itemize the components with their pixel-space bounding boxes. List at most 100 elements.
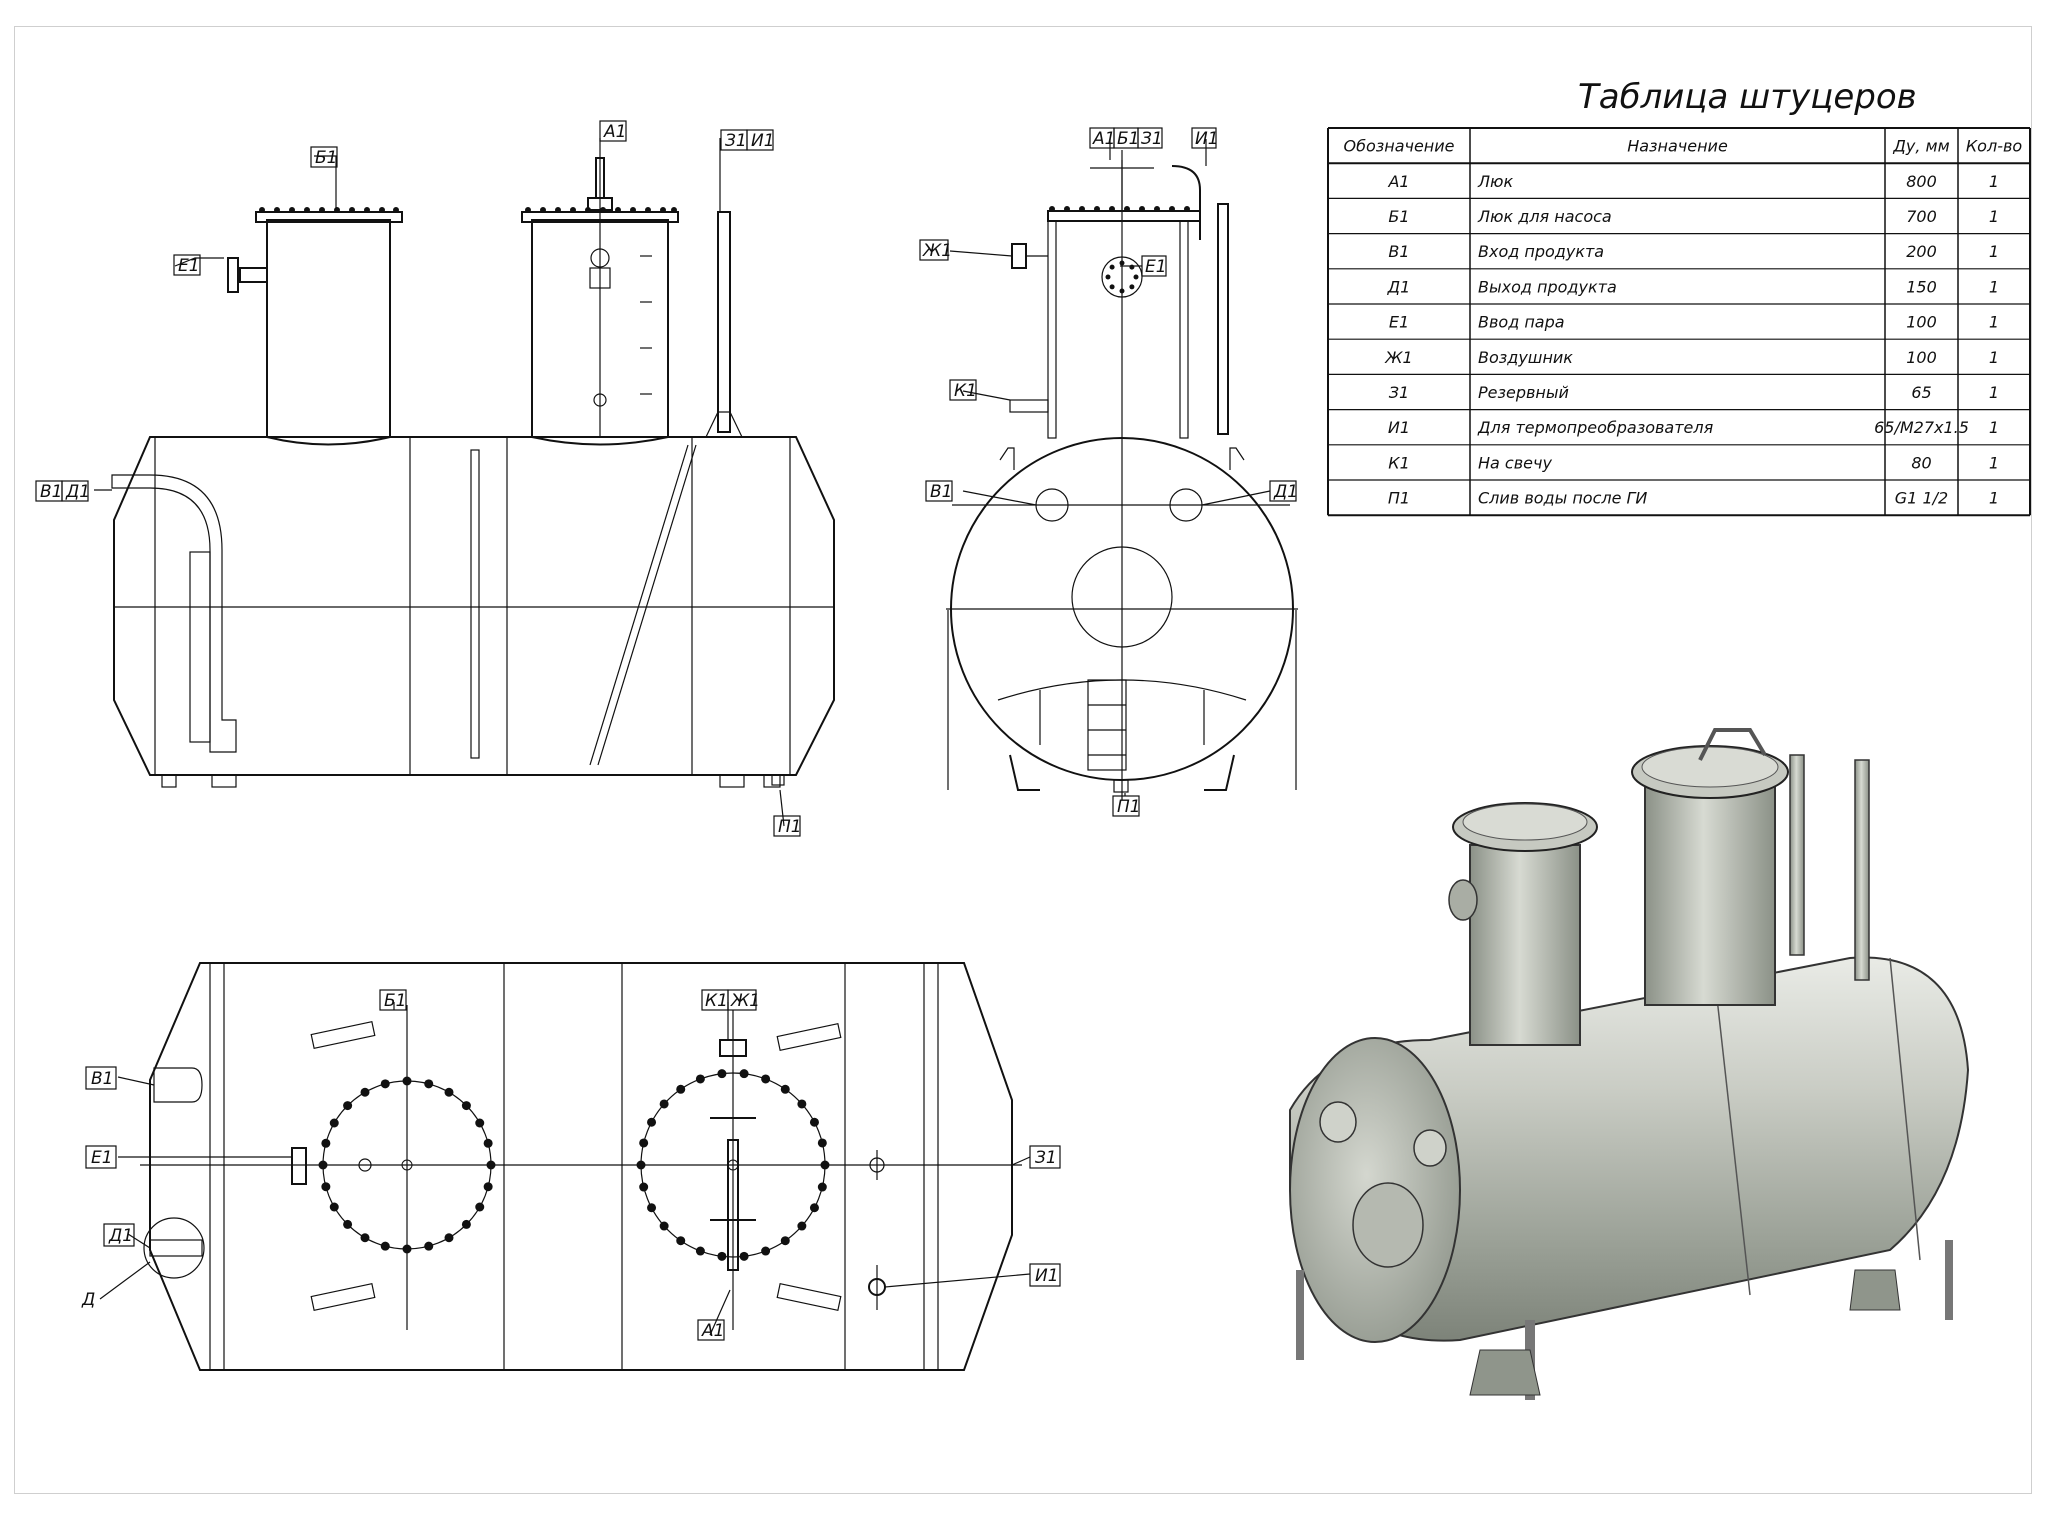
flange-bolt: [659, 1099, 669, 1109]
label-e1-top: Е1: [91, 1148, 113, 1168]
table-cell: В1: [1388, 242, 1409, 261]
table-cell: 1: [1989, 172, 1999, 191]
table-cell: 700: [1906, 207, 1937, 226]
flange-bolt: [695, 1074, 705, 1084]
flange-bolt: [676, 1236, 686, 1246]
label-v1-top: В1: [91, 1069, 113, 1089]
table-cell: 80: [1911, 453, 1931, 472]
flange-bolt: [1119, 260, 1125, 266]
table-cell: G1 1/2: [1895, 489, 1948, 508]
flange-bolt: [486, 1160, 496, 1170]
flange-bolt: [360, 1087, 370, 1097]
label-zh1-top: Ж1: [730, 991, 760, 1011]
label-k1-top: К1: [705, 991, 728, 1011]
flange-bolt: [809, 1117, 819, 1127]
flange-bolt: [739, 1251, 749, 1261]
table-cell: К1: [1388, 453, 1410, 472]
flange-bolt: [695, 1246, 705, 1256]
table-cell: 800: [1906, 172, 1937, 191]
table-cell: Е1: [1389, 313, 1409, 332]
flange-bolt: [797, 1221, 807, 1231]
table-cell: Слив воды после ГИ: [1478, 489, 1647, 508]
label-v1-side: В1: [40, 482, 62, 502]
flange-bolt: [444, 1087, 454, 1097]
flange-bolt: [424, 1079, 434, 1089]
table-cell: 1: [1989, 348, 1999, 367]
table-cell: А1: [1387, 172, 1409, 191]
flange-bolt: [797, 1099, 807, 1109]
label-b1-end: Б1: [1117, 129, 1139, 149]
flange-bolt: [380, 1079, 390, 1089]
flange-bolt: [717, 1251, 727, 1261]
table-cell: 1: [1989, 489, 1999, 508]
table-cell: Д1: [1387, 277, 1411, 296]
side-view: [111, 150, 835, 788]
flange-bolt: [329, 1202, 339, 1212]
flange-bolt: [321, 1138, 331, 1148]
table-cell: 150: [1906, 277, 1937, 296]
table-cell: Б1: [1388, 207, 1409, 226]
label-e1-side: Е1: [178, 256, 200, 276]
label-a1-top: А1: [701, 1321, 724, 1341]
flange-bolt: [659, 1221, 669, 1231]
table-cell: П1: [1388, 489, 1410, 508]
flange-bolt: [761, 1074, 771, 1084]
flange-bolt: [343, 1101, 353, 1111]
flange-bolt: [717, 1069, 727, 1079]
label-z1-top: З1: [1035, 1148, 1057, 1168]
flange-bolt: [318, 1160, 328, 1170]
label-a1-side: А1: [603, 122, 626, 142]
table-cell: Люк для насоса: [1477, 207, 1612, 226]
flange-bolt: [475, 1118, 485, 1128]
table-cell: Ж1: [1384, 348, 1412, 367]
table-cell: 100: [1906, 348, 1937, 367]
table-cell: 1: [1989, 418, 1999, 437]
label-v1-end: В1: [930, 482, 952, 502]
label-z1-end: З1: [1141, 129, 1163, 149]
flange-bolt: [483, 1182, 493, 1192]
table-cell: З1: [1389, 383, 1409, 402]
flange-bolt: [444, 1233, 454, 1243]
flange-bolt: [343, 1219, 353, 1229]
table-cell: Резервный: [1478, 383, 1569, 402]
table-cell: 100: [1906, 313, 1937, 332]
table-cell: 1: [1989, 453, 1999, 472]
table-cell: 1: [1989, 277, 1999, 296]
table-title: Таблица штуцеров: [1578, 77, 1917, 117]
flange-bolt: [1119, 288, 1125, 294]
flange-bolt: [380, 1241, 390, 1251]
table-header-cell: Обозначение: [1343, 137, 1454, 156]
table-cell: Воздушник: [1478, 348, 1573, 367]
table-cell: На свечу: [1478, 453, 1552, 472]
label-i1-top: И1: [1035, 1266, 1059, 1286]
label-z1-side: З1: [725, 131, 747, 151]
tank-3d-render: [1289, 728, 1970, 1400]
flange-bolt: [809, 1203, 819, 1213]
flange-bolt: [739, 1069, 749, 1079]
flange-bolt: [321, 1182, 331, 1192]
flange-bolt: [329, 1118, 339, 1128]
flange-bolt: [780, 1084, 790, 1094]
flange-bolt: [475, 1202, 485, 1212]
flange-center: [727, 1159, 739, 1171]
label-zh1-end: Ж1: [922, 241, 952, 261]
table-header-cell: Кол-во: [1966, 137, 2023, 156]
callout-labels: А1 Б1 Е1 З1 И1 В1 Д1 П1 А1 Б1 З1 И1 Ж1 Е…: [35, 120, 1298, 1341]
flange-bolt: [483, 1138, 493, 1148]
label-a1-end: А1: [1092, 129, 1115, 149]
flange-bolt: [1133, 274, 1139, 280]
flange-bolt: [1105, 274, 1111, 280]
flange-bolt: [424, 1241, 434, 1251]
flange-bolt: [647, 1117, 657, 1127]
table-cell: Ввод пара: [1478, 313, 1565, 332]
label-i1-side: И1: [751, 131, 775, 151]
label-d1-top: Д1: [108, 1226, 133, 1246]
label-b1-top: Б1: [384, 991, 406, 1011]
label-d1-end: Д1: [1273, 482, 1298, 502]
flange-bolt: [780, 1236, 790, 1246]
table-cell: Для термопреобразователя: [1477, 418, 1714, 437]
table-cell: 1: [1989, 383, 1999, 402]
table-header-cell: Ду, мм: [1892, 137, 1949, 156]
